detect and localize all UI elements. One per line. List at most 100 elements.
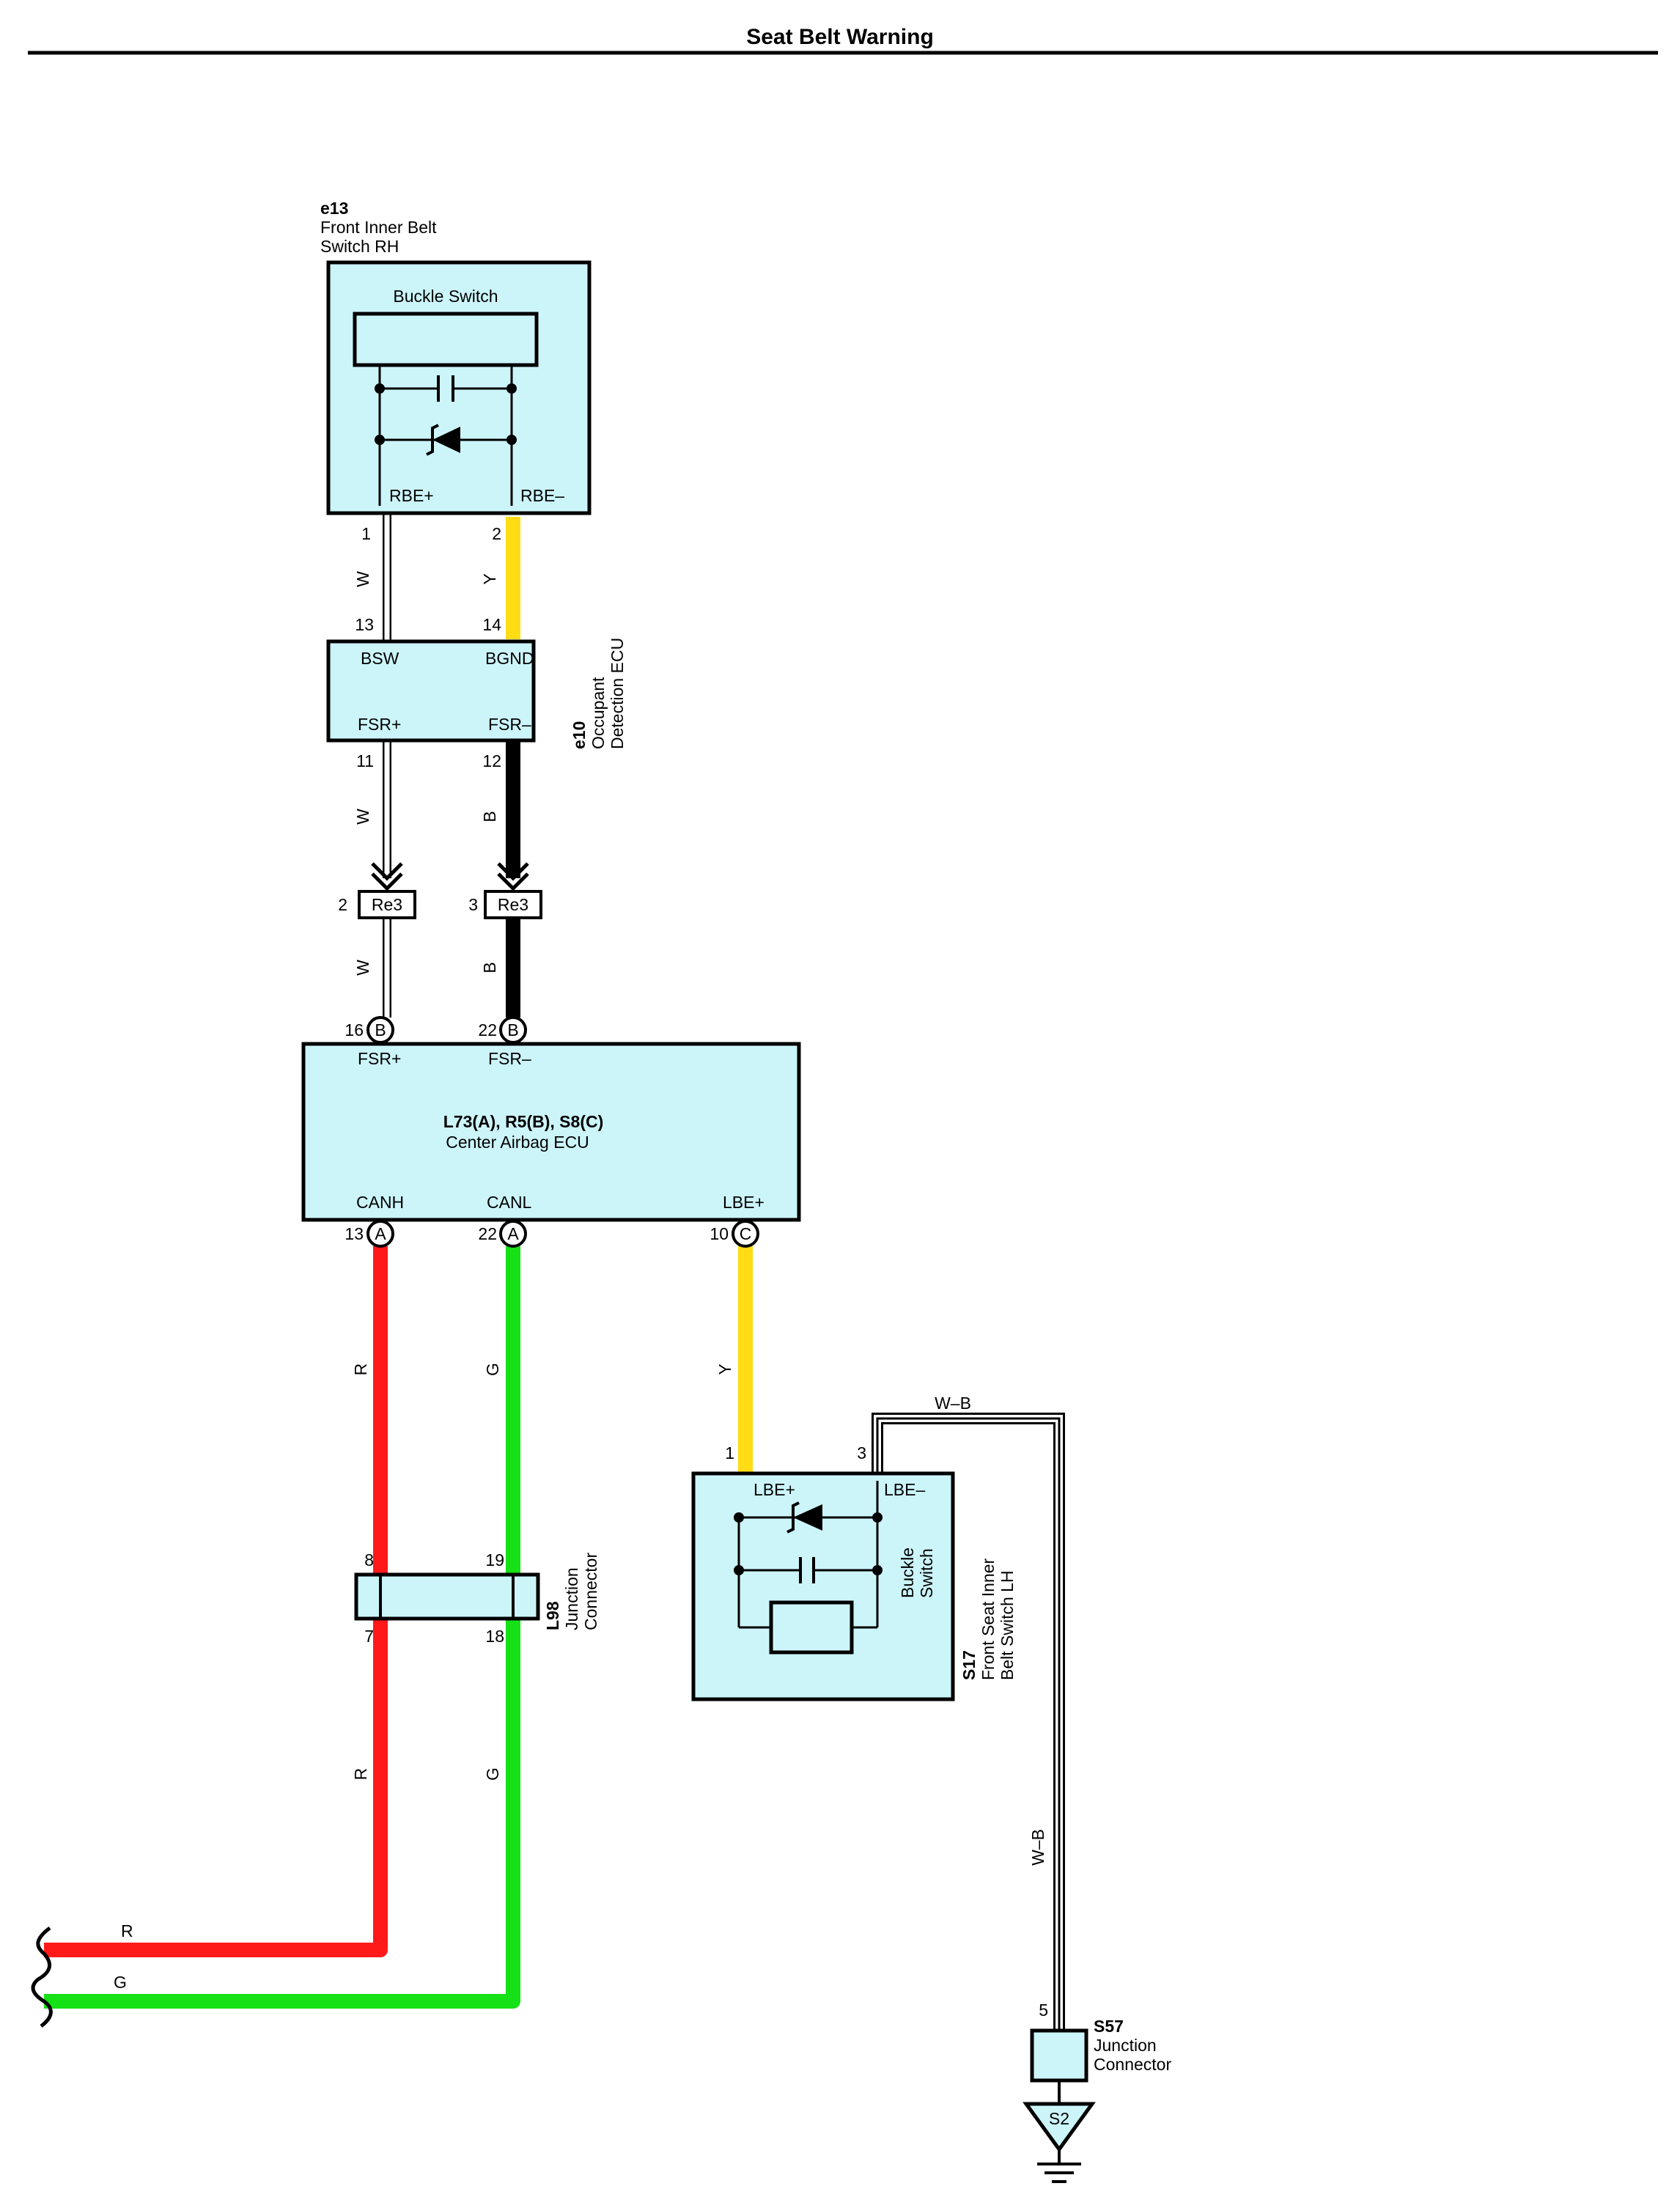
junction-dot	[506, 435, 517, 445]
chevron-down-icon	[497, 872, 529, 891]
component-s17: 1 3 LBE+ LBE– Buckle Switch S17 Front Se…	[691, 1443, 1017, 1701]
wire-r-canh-lower	[44, 1619, 388, 1957]
component-name: Connector	[1094, 2055, 1171, 2074]
pin-number: 10	[710, 1224, 729, 1243]
pin-number: 13	[355, 615, 374, 634]
pin-number: 3	[468, 895, 478, 914]
component-name: Occupant	[589, 677, 608, 749]
junction-dot	[872, 1512, 883, 1523]
pin-number: 22	[478, 1224, 497, 1243]
component-code: S57	[1094, 2017, 1124, 2036]
component-name: Detection ECU	[608, 638, 627, 749]
wire-label: G	[114, 1973, 127, 1992]
pin-number: 8	[364, 1550, 374, 1569]
pin-number: 2	[492, 524, 501, 543]
component-body	[301, 1042, 801, 1222]
component-code: L98	[543, 1601, 562, 1630]
wire-label: W–B	[935, 1394, 971, 1413]
wire-label: R	[351, 1768, 370, 1781]
pin-label: FSR–	[488, 1049, 531, 1068]
connector-letter: B	[375, 1020, 386, 1039]
pin-number: 16	[345, 1020, 364, 1039]
connector-terminal	[499, 1016, 527, 1044]
connector-terminal	[366, 1016, 394, 1044]
junction-dot	[734, 1565, 744, 1575]
pin-number: 22	[478, 1020, 497, 1039]
wire-label: W	[353, 809, 372, 825]
zener-diode-icon	[793, 1504, 822, 1531]
wire-label: W–B	[1028, 1829, 1047, 1866]
wires	[44, 513, 1065, 2104]
pin-label: RBE–	[520, 486, 564, 505]
zener-diode-icon	[426, 424, 439, 456]
connector-letter: A	[507, 1224, 519, 1243]
pin-label: CANH	[356, 1193, 404, 1212]
component-name: Front Inner Belt	[320, 218, 437, 237]
wire-label: G	[483, 1767, 502, 1781]
chevron-down-icon	[371, 862, 403, 881]
break-mark	[31, 1926, 53, 2028]
pin-number: 11	[356, 751, 374, 770]
pin-number: 13	[345, 1224, 364, 1243]
wire-wb-ground-tracer	[876, 1417, 1061, 2031]
component-name: Belt Switch LH	[998, 1570, 1017, 1680]
pin-number: 7	[364, 1627, 374, 1646]
component-name: Front Seat Inner	[979, 1558, 998, 1680]
pin-number: 2	[338, 895, 347, 914]
component-name: Junction	[1094, 2036, 1157, 2055]
junction-dot	[375, 383, 385, 394]
wire-label: B	[480, 811, 499, 822]
buckle-switch-element	[769, 1600, 854, 1655]
page-title: Seat Belt Warning	[746, 25, 934, 49]
component-body	[354, 1572, 540, 1621]
wire-g-canl-lower	[44, 1619, 520, 2009]
pin-label: LBE+	[754, 1480, 795, 1499]
pin-number: 1	[725, 1443, 734, 1462]
pin-label: BSW	[361, 649, 399, 668]
inner-label: Buckle	[898, 1548, 917, 1598]
ground-label: S2	[1049, 2109, 1069, 2128]
component-e13: e13 Front Inner Belt Switch RH Buckle Sw…	[320, 199, 592, 543]
connector-re3: Re3 Re3 2 3	[338, 862, 542, 919]
component-e10: 13 14 BSW BGND FSR+ FSR– 11 12 e10 Occup…	[326, 615, 627, 770]
wire-label: R	[121, 1921, 133, 1940]
pin-label: LBE–	[884, 1480, 925, 1499]
component-name: Connector	[581, 1553, 600, 1630]
chevron-down-icon	[371, 872, 403, 891]
pin-label: FSR+	[358, 1049, 401, 1068]
component-code: e10	[570, 721, 589, 749]
connector-label: Re3	[372, 895, 402, 914]
junction-dot	[734, 1512, 744, 1523]
pin-label: RBE+	[389, 486, 434, 505]
connector-label: Re3	[498, 895, 528, 914]
wire-label: Y	[480, 573, 499, 584]
junction-dot	[872, 1565, 883, 1575]
wire-label: G	[483, 1363, 502, 1376]
pin-label: FSR–	[488, 715, 531, 734]
component-code: e13	[320, 199, 348, 218]
junction-dot	[375, 435, 385, 445]
ground-s2: S2	[1023, 2102, 1096, 2183]
pin-number: 3	[857, 1443, 866, 1462]
component-l98: 8 19 7 18 L98 Junction Connector	[354, 1550, 600, 1646]
component-code: L73(A), R5(B), S8(C)	[443, 1112, 604, 1131]
chevron-down-icon	[497, 862, 529, 881]
connector-letter: C	[740, 1224, 752, 1243]
pin-number: 19	[485, 1550, 504, 1569]
connector-letter: A	[375, 1224, 386, 1243]
zener-diode-icon	[786, 1501, 800, 1534]
pin-number: 1	[361, 524, 371, 543]
wire-label: Y	[715, 1364, 734, 1374]
component-body	[691, 1471, 955, 1701]
pin-number: 18	[485, 1627, 504, 1646]
connector-letter: B	[507, 1020, 518, 1039]
connector-terminal	[366, 1220, 394, 1248]
inner-label: Buckle Switch	[393, 287, 498, 306]
pin-label: CANL	[487, 1193, 532, 1212]
component-name: Switch RH	[320, 237, 399, 256]
wire-break-marks	[31, 1926, 53, 2028]
junction-dot	[506, 383, 517, 394]
connector-body	[484, 890, 542, 919]
pin-number: 12	[482, 751, 501, 770]
